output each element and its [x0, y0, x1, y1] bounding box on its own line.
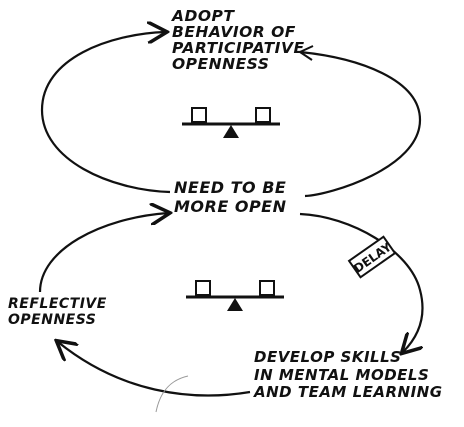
upper-loop-arrowhead-top: [297, 45, 314, 61]
node-reflective-openness: REFLECTIVE OPENNESS: [8, 296, 107, 328]
lower-loop-right-arrow: [299, 212, 424, 352]
lower-loop-bottom-arrow: [58, 342, 251, 397]
node-develop-skills: DEVELOP SKILLS IN MENTAL MODELS AND TEAM…: [254, 348, 443, 401]
seesaw-balance-icon: [186, 280, 284, 311]
delay-marker: DELAY: [347, 235, 397, 279]
lower-loop-left-arrow: [38, 213, 168, 293]
upper-loop-right-arrow: [299, 50, 422, 198]
upper-loop-left-arrow: [40, 32, 171, 194]
seesaw-balance-icon: [182, 107, 280, 138]
node-adopt-participative-openness: ADOPT BEHAVIOR OF PARTICIPATIVE OPENNESS: [172, 7, 305, 73]
stray-pencil-mark: [155, 375, 189, 413]
node-need-to-be-more-open: NEED TO BE MORE OPEN: [174, 178, 287, 216]
